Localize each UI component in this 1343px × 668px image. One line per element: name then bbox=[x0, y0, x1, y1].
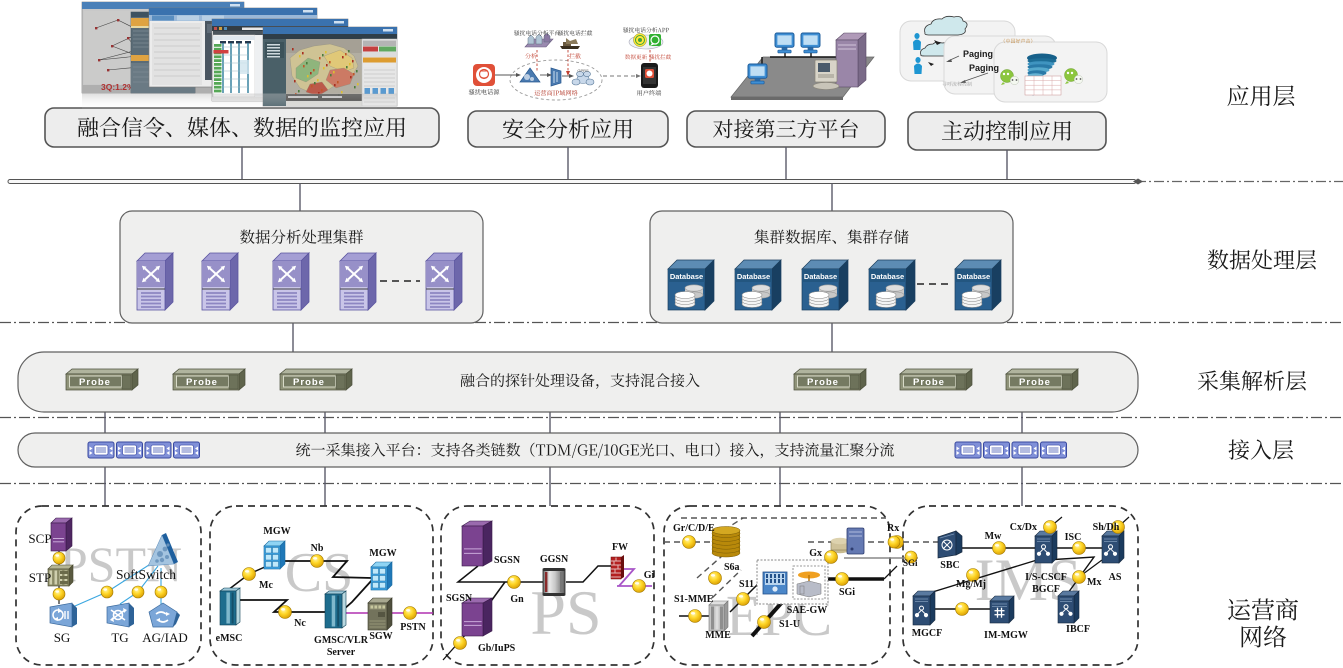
svg-text:TG: TG bbox=[111, 630, 128, 645]
svg-text:Cx/Dx: Cx/Dx bbox=[1010, 522, 1037, 533]
svg-text:SGi: SGi bbox=[839, 587, 855, 598]
svg-text:BGCF: BGCF bbox=[1032, 584, 1060, 595]
svg-text:Database: Database bbox=[957, 272, 990, 281]
svg-text:Probe: Probe bbox=[913, 377, 945, 388]
svg-text:Gb/IuPS: Gb/IuPS bbox=[478, 643, 516, 654]
svg-text:Probe: Probe bbox=[186, 377, 218, 388]
svg-text:AS: AS bbox=[1109, 572, 1122, 583]
svg-text:Mw: Mw bbox=[985, 531, 1002, 542]
svg-text:SAE-GW: SAE-GW bbox=[787, 605, 828, 616]
svg-text:Probe: Probe bbox=[293, 377, 325, 388]
svg-text:IBCF: IBCF bbox=[1066, 624, 1090, 635]
svg-text:Probe: Probe bbox=[807, 377, 839, 388]
svg-text:GPRS: GPRS bbox=[577, 68, 589, 73]
svg-text:MGW: MGW bbox=[369, 548, 396, 559]
svg-text:Paging: Paging bbox=[963, 49, 993, 59]
svg-text:Nc: Nc bbox=[294, 618, 306, 629]
svg-text:Paging: Paging bbox=[969, 63, 999, 73]
svg-text:Mg/Mj: Mg/Mj bbox=[956, 579, 986, 590]
svg-text:STP: STP bbox=[29, 570, 51, 585]
svg-text:Database: Database bbox=[737, 272, 770, 281]
svg-text:S1-MME: S1-MME bbox=[674, 594, 714, 605]
svg-text:Gi: Gi bbox=[644, 570, 655, 581]
svg-text:SGi: SGi bbox=[903, 558, 918, 568]
svg-text:PSTN: PSTN bbox=[400, 622, 426, 633]
svg-text:Database: Database bbox=[670, 272, 703, 281]
svg-text:Probe: Probe bbox=[1019, 377, 1051, 388]
svg-text:Sh/Dh: Sh/Dh bbox=[1093, 522, 1120, 533]
svg-text:SGSN: SGSN bbox=[446, 593, 473, 604]
svg-text:S6a: S6a bbox=[724, 562, 740, 573]
svg-text:FW: FW bbox=[612, 542, 628, 553]
svg-text:S11: S11 bbox=[739, 579, 754, 590]
svg-text:SBC: SBC bbox=[940, 560, 959, 571]
svg-text:I/S-CSCF: I/S-CSCF bbox=[1025, 572, 1067, 583]
svg-text:Probe: Probe bbox=[79, 377, 111, 388]
svg-text:eMSC: eMSC bbox=[216, 633, 243, 644]
svg-text:MGW: MGW bbox=[263, 526, 290, 537]
svg-text:MGCF: MGCF bbox=[912, 628, 943, 639]
svg-text:Server: Server bbox=[327, 647, 356, 658]
svg-text:GGSN: GGSN bbox=[540, 554, 569, 565]
svg-text:Database: Database bbox=[871, 272, 904, 281]
svg-text:SG: SG bbox=[54, 630, 71, 645]
svg-text:GMSC/VLR: GMSC/VLR bbox=[314, 635, 369, 646]
svg-text:Mx: Mx bbox=[1087, 577, 1101, 588]
svg-text:IM-MGW: IM-MGW bbox=[984, 630, 1028, 641]
svg-text:Mc: Mc bbox=[259, 580, 273, 591]
svg-text:SGSN: SGSN bbox=[494, 555, 521, 566]
svg-text:S1-U: S1-U bbox=[779, 619, 800, 630]
svg-text:Rx: Rx bbox=[887, 523, 899, 534]
svg-text:MME: MME bbox=[705, 630, 731, 641]
svg-text:ISC: ISC bbox=[1065, 532, 1082, 543]
svg-text:SGW: SGW bbox=[369, 631, 392, 642]
svg-text:SoftSwitch: SoftSwitch bbox=[116, 567, 176, 582]
svg-text:Gx: Gx bbox=[809, 548, 822, 559]
svg-text:3Q:1.2%: 3Q:1.2% bbox=[101, 82, 135, 92]
svg-text:AG/IAD: AG/IAD bbox=[142, 630, 188, 645]
svg-text:Nb: Nb bbox=[311, 543, 324, 554]
svg-text:Database: Database bbox=[804, 272, 837, 281]
svg-text:SCP: SCP bbox=[28, 531, 51, 546]
svg-text:PS: PS bbox=[530, 577, 601, 648]
svg-text:Gr/C/D/E: Gr/C/D/E bbox=[673, 523, 715, 534]
svg-text:Gn: Gn bbox=[510, 594, 524, 605]
